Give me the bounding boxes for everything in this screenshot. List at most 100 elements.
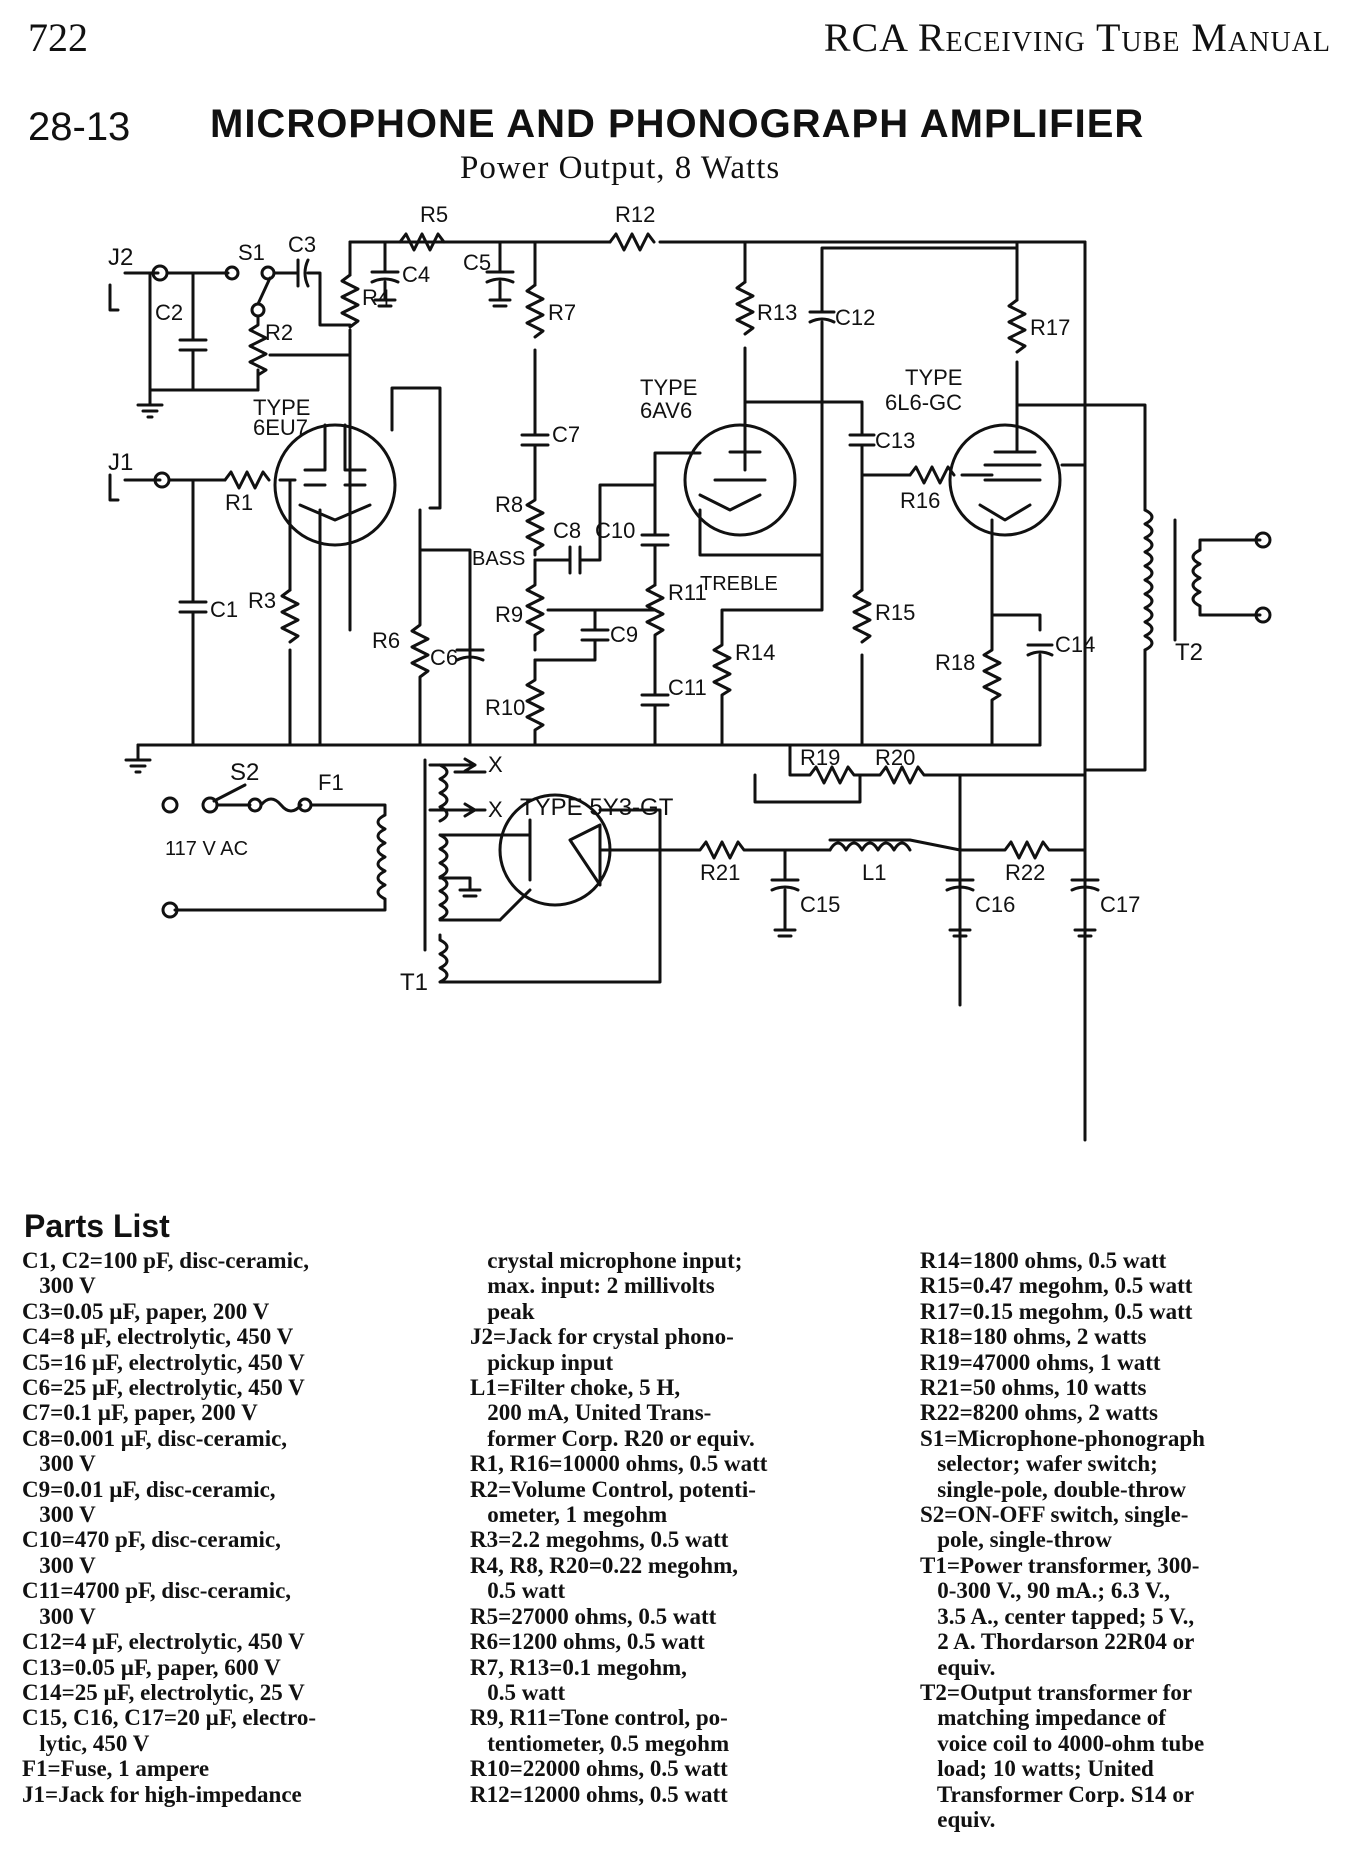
parts-list-line: former Corp. R20 or equiv. [470,1425,755,1451]
label-r21: R21 [700,860,740,885]
r14-resistor [698,508,824,747]
parts-list-line: 0.5 watt [470,1679,566,1705]
parts-list-line: C1, C2=100 pF, disc-ceramic, [22,1248,309,1273]
j2-terminal [151,264,169,282]
parts-list-line: 300 V [22,1552,96,1578]
tube-v1-name: 6EU7 [253,415,308,440]
figure-subtitle: Power Output, 8 Watts [460,150,781,186]
label-c16: C16 [975,892,1015,917]
s1-switch-arm [256,276,272,306]
c12-capacitor [808,246,1019,557]
label-c13: C13 [875,428,915,453]
parts-list-line: R9, R11=Tone control, po- [470,1705,728,1731]
r7-resistor [525,283,545,339]
label-c4: C4 [402,262,430,287]
label-ac: 117 V AC [165,838,248,860]
figure-number: 28-13 [28,105,131,149]
ground-1 [136,388,164,419]
label-r5: R5 [420,202,448,227]
parts-list-line: tentiometer, 0.5 megohm [470,1730,730,1756]
label-r11: R11 [668,580,707,605]
rect-elements [498,818,622,922]
c17-capacitor [1070,848,1100,938]
s2-switch-arm [212,783,252,807]
label-r9: R9 [495,602,523,627]
c6-capacitor [455,633,485,747]
parts-list-line: R15=0.47 megohm, 0.5 watt [920,1273,1193,1299]
parts-list-line: R2=Volume Control, potenti- [470,1476,756,1502]
c4-capacitor [370,240,400,308]
parts-list-line: 300 V [22,1451,96,1477]
r8-wire [525,488,545,557]
parts-list-line: C5=16 µF, electrolytic, 450 V [22,1349,305,1375]
label-c14: C14 [1055,632,1095,657]
parts-list-line: 3.5 A., center tapped; 5 V., [920,1603,1195,1629]
label-c12: C12 [835,305,875,330]
label-t1: T1 [400,969,428,996]
r20-feed-wire [753,773,862,804]
label-r12: R12 [615,202,655,227]
t1-rect-heater-coil [438,808,662,984]
parts-list-line: R1, R16=10000 ohms, 0.5 watt [470,1451,768,1477]
parts-list-line: C10=470 pF, disc-ceramic, [22,1527,281,1553]
v3-envelope [948,423,1062,537]
parts-list-line: crystal microphone input; [470,1248,743,1273]
parts-list-line: C4=8 µF, electrolytic, 450 V [22,1324,294,1350]
r1-resistor [223,470,271,490]
label-c5: C5 [463,250,491,275]
label-r22: R22 [1005,860,1045,885]
label-r19: R19 [800,745,840,770]
c7-capacitor [520,418,550,492]
c11-capacitor [640,688,670,747]
parts-list-line: 2 A. Thordarson 22R04 or [920,1629,1195,1655]
parts-list-heading: Parts List [24,1208,170,1244]
parts-list-line: 300 V [22,1273,96,1299]
s2-left [161,796,179,814]
r13-resistor [735,280,755,336]
v3-elements [978,428,1042,522]
r21-resistor [608,840,832,860]
r9-potentiometer [525,558,657,652]
s1-contact-c [250,302,266,318]
parts-list-line: 200 mA, United Trans- [470,1400,712,1426]
label-r2: R2 [265,320,293,345]
label-x-2: X [488,797,503,822]
parts-list-line: T2=Output transformer for [920,1679,1193,1705]
parts-list-line: C3=0.05 µF, paper, 200 V [22,1298,270,1324]
ac-terminal-1 [161,901,179,919]
parts-list-line: 0-300 V., 90 mA.; 6.3 V., [920,1578,1171,1604]
f1-fuse [259,797,332,813]
parts-list-line: C8=0.001 µF, disc-ceramic, [22,1425,288,1451]
tube-v2-type: TYPE [640,375,697,400]
parts-list-line: F1=Fuse, 1 ampere [22,1756,210,1782]
manual-title: RCA Receiving Tube Manual [823,15,1331,60]
v2-elements [698,400,767,512]
label-r7: R7 [548,300,576,325]
parts-list-line: T1=Power transformer, 300- [920,1552,1200,1578]
parts-list-line: C15, C16, C17=20 µF, electro- [22,1705,317,1731]
parts-list-line: R18=180 ohms, 2 watts [920,1324,1147,1350]
parts-list-line: load; 10 watts; United [920,1756,1154,1782]
label-r18: R18 [935,650,975,675]
parts-list-line: C9=0.01 µF, disc-ceramic, [22,1476,276,1502]
label-t2: T2 [1175,639,1203,666]
label-r14: R14 [735,640,775,665]
j1-jack [108,473,297,502]
parts-list-line: C7=0.1 µF, paper, 200 V [22,1400,258,1426]
s1-contact-a [224,265,240,281]
t1-heater-coil [438,763,487,823]
parts-list-line: S1=Microphone-phonograph [920,1425,1205,1451]
c10-capacitor [640,458,670,587]
c8-capacitor [533,483,657,575]
label-c1: C1 [210,597,238,622]
parts-list-line: matching impedance of [920,1705,1166,1731]
label-r4: R4 [362,285,390,310]
label-bass: BASS [472,548,525,570]
parts-list-line: J1=Jack for high-impedance [22,1781,302,1807]
parts-list-line: 300 V [22,1502,96,1528]
parts-list-line: C11=4700 pF, disc-ceramic, [22,1578,292,1604]
tube-v3-name: 6L6-GC [885,390,962,415]
parts-list-line: R7, R13=0.1 megohm, [470,1654,687,1680]
